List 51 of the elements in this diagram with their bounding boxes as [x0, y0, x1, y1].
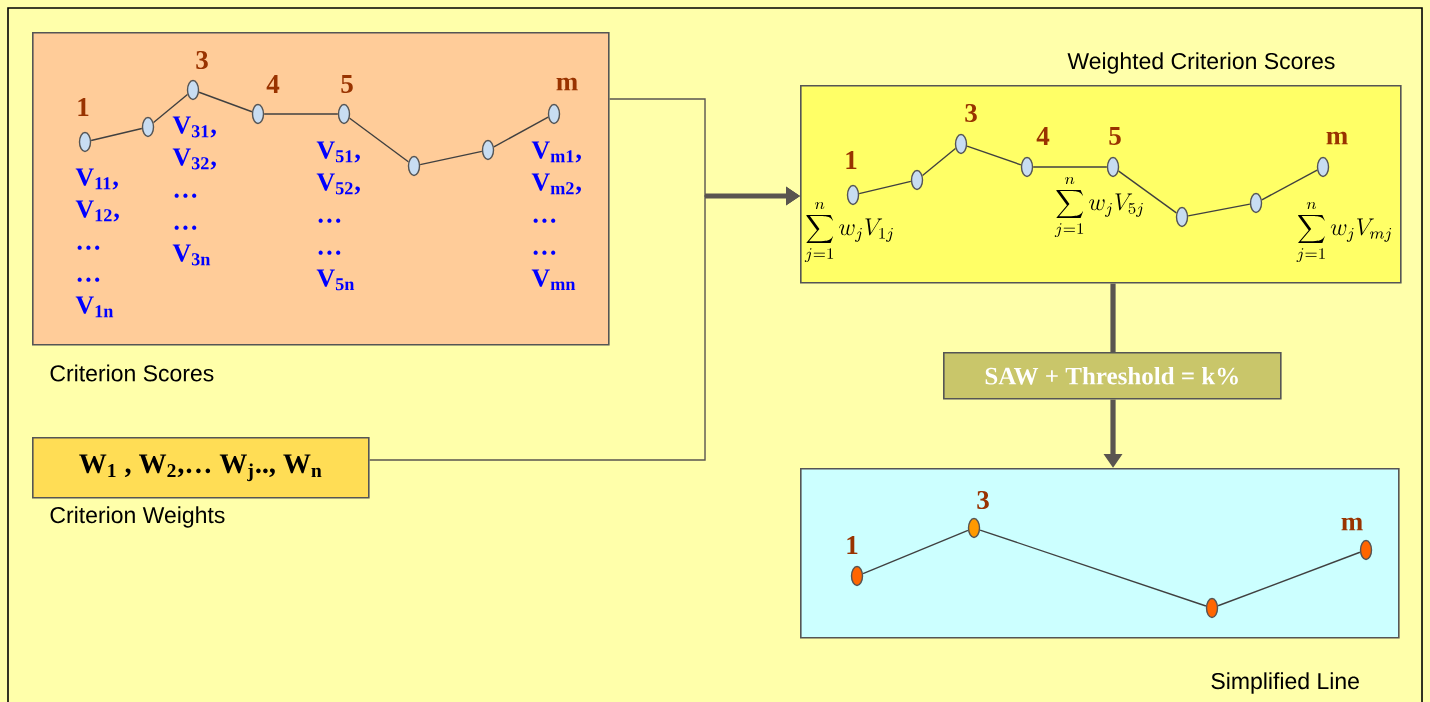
vertex-number: 1 — [78, 98, 89, 116]
line-segment — [90, 127, 143, 142]
line-segment — [858, 180, 912, 195]
vertex-marker — [141, 116, 155, 138]
vertex-number: 5 — [1109, 127, 1121, 145]
vertex-number: 3 — [977, 490, 989, 510]
vertex-number: m — [1326, 131, 1348, 145]
line-segment — [348, 117, 410, 163]
vertex-number: 1 — [846, 151, 857, 169]
line-segment — [1032, 166, 1108, 168]
panel-caption: Simplified Line — [1211, 672, 1359, 694]
panel-caption: Criterion Scores — [50, 364, 214, 382]
vertex-marker — [481, 139, 495, 161]
weighted-sum: $\sum_{j=1}^{n} w_j V_{5j}$ — [1054, 176, 1143, 238]
vertex-number: 4 — [266, 75, 280, 93]
score-list: V$_{m1}$, V$_{m2}$, … … V$_{mn}$ — [531, 141, 581, 291]
line-segment — [966, 145, 1022, 166]
vertex-number: 3 — [965, 103, 977, 123]
line-segment — [1217, 551, 1361, 607]
vertex-number: 5 — [341, 75, 353, 93]
weighted-sum: $\sum_{j=1}^{n} w_j V_{mj}$ — [1296, 201, 1392, 263]
line-segment — [1118, 170, 1178, 214]
connector-line — [1110, 283, 1116, 352]
line-segment — [1187, 203, 1251, 217]
weights-box: W$_{1}$ , W$_{2}$,… W$_{j}$.., W$_{n}$ — [32, 437, 370, 499]
panel-caption: Criterion Weights — [50, 506, 225, 528]
vertex-number: m — [556, 77, 578, 91]
vertex-marker — [407, 155, 421, 177]
line-segment — [493, 116, 549, 148]
line-segment — [198, 91, 253, 113]
vertex-number: m — [1341, 517, 1363, 531]
vertex-number: 4 — [1036, 127, 1050, 145]
score-list: V$_{51}$, V$_{52}$, … … V$_{5n}$ — [316, 141, 360, 291]
score-list: V$_{31}$, V$_{32}$, … … V$_{3n}$ — [172, 116, 216, 266]
vertex-marker — [1249, 192, 1263, 214]
line-segment — [263, 113, 339, 115]
vertex-number: 3 — [196, 50, 208, 70]
weighted-sum: $\sum_{j=1}^{n} w_j V_{1j}$ — [804, 201, 893, 263]
line-segment — [419, 150, 483, 166]
line-segment — [152, 93, 189, 124]
operation-box: SAW + Threshold = k% — [943, 352, 1282, 400]
vertex-number: 1 — [847, 536, 858, 554]
panel-heading: Weighted Criterion Scores — [1067, 52, 1335, 74]
vertex-marker — [1175, 206, 1189, 228]
vertex-marker — [1205, 597, 1219, 619]
line-segment — [1261, 169, 1318, 201]
line-segment — [979, 529, 1207, 607]
score-list: V$_{11}$, V$_{12}$, … … V$_{1n}$ — [75, 168, 119, 318]
line-segment — [921, 147, 957, 177]
line-segment — [862, 529, 969, 575]
vertex-marker — [910, 169, 924, 191]
